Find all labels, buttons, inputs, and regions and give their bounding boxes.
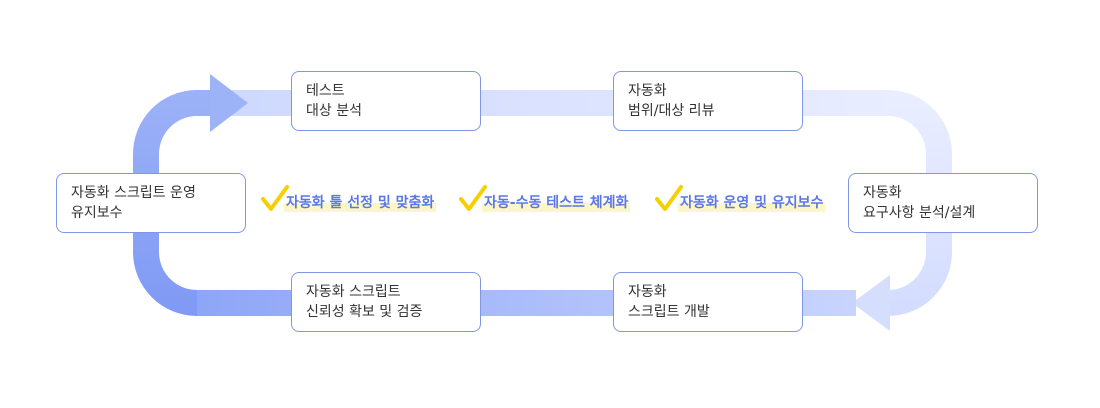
step-script-development: 자동화 스크립트 개발 bbox=[613, 272, 803, 332]
step-script-operation-maintenance: 자동화 스크립트 운영 유지보수 bbox=[56, 173, 246, 233]
principle-tool-selection: 자동화 툴 선정 및 맞춤화 bbox=[260, 182, 437, 214]
step-line1: 테스트 bbox=[306, 83, 345, 99]
step-line1: 자동화 bbox=[863, 185, 902, 201]
step-line1: 자동화 bbox=[628, 284, 667, 300]
step-script-reliability-verification: 자동화 스크립트 신뢰성 확보 및 검증 bbox=[291, 272, 481, 332]
principle-auto-manual-test: 자동-수동 테스트 체계화 bbox=[458, 182, 631, 214]
principle-label: 자동-수동 테스트 체계화 bbox=[482, 194, 631, 212]
step-automation-scope-review: 자동화 범위/대상 리뷰 bbox=[613, 71, 803, 131]
checkmark-icon bbox=[655, 185, 683, 211]
step-line1: 자동화 bbox=[628, 83, 667, 99]
step-line2: 범위/대상 리뷰 bbox=[628, 103, 715, 119]
step-line2: 유지보수 bbox=[71, 205, 123, 221]
principle-label: 자동화 운영 및 유지보수 bbox=[678, 194, 826, 212]
left-flow-curve bbox=[133, 90, 212, 316]
step-requirements-analysis-design: 자동화 요구사항 분석/설계 bbox=[848, 173, 1038, 233]
top-left-arrowhead bbox=[210, 74, 248, 132]
right-arrowhead bbox=[852, 275, 890, 331]
step-line1: 자동화 스크립트 운영 bbox=[71, 185, 196, 201]
step-line2: 신뢰성 확보 및 검증 bbox=[306, 304, 423, 320]
step-line2: 스크립트 개발 bbox=[628, 304, 710, 320]
step-test-target-analysis: 테스트 대상 분석 bbox=[291, 71, 481, 131]
step-line2: 요구사항 분석/설계 bbox=[863, 205, 976, 221]
checkmark-icon bbox=[459, 185, 487, 211]
step-line1: 자동화 스크립트 bbox=[306, 284, 401, 300]
step-line2: 대상 분석 bbox=[306, 103, 362, 119]
checkmark-icon bbox=[261, 185, 289, 211]
right-flow-curve bbox=[888, 90, 952, 316]
principle-operation-maintenance: 자동화 운영 및 유지보수 bbox=[654, 182, 826, 214]
principle-label: 자동화 툴 선정 및 맞춤화 bbox=[284, 194, 437, 212]
